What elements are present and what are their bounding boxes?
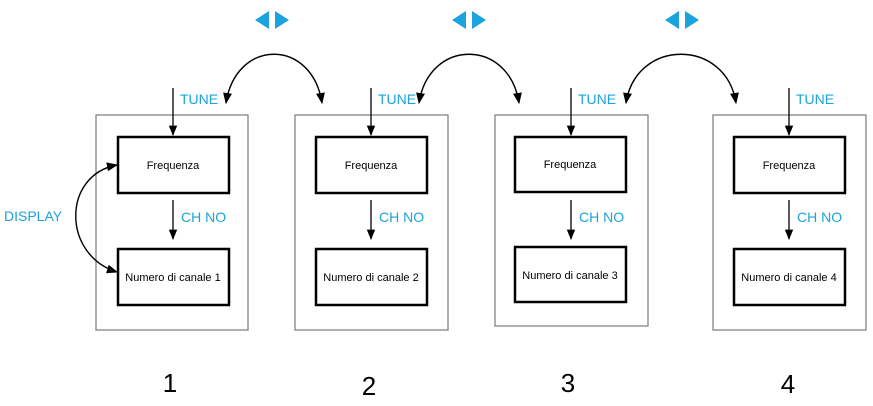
link-arrow-3-4 [623,53,739,105]
frequency-label-2: Frequenza [345,160,398,172]
tune-label-1: TUNE [180,91,218,107]
channel-label-4: Numero di canale 4 [741,272,836,284]
frequency-box-2 [314,135,429,195]
channel-box-2 [314,247,429,307]
frequency-box-3 [513,135,628,194]
channel-label-1: Numero di canale 1 [125,272,220,284]
link-arrow-2-3 [416,53,522,105]
display-curve-arrow [75,162,119,274]
channel-box-1 [116,247,231,307]
step-number-4: 4 [781,369,795,399]
frequency-label-3: Frequenza [544,159,597,171]
step-number-2: 2 [362,371,376,401]
link-arrow-1-2 [223,53,325,105]
chno-label-3: CH NO [579,209,624,225]
channel-box-3 [513,245,628,304]
channel-box-4 [732,247,847,307]
step-number-1: 1 [163,368,177,398]
tune-label-3: TUNE [578,91,616,107]
frequency-label-4: Frequenza [763,160,816,172]
left-right-triangle-icon [665,11,699,29]
chno-label-2: CH NO [379,209,424,225]
step-number-3: 3 [561,368,575,398]
chno-label-4: CH NO [797,209,842,225]
channel-label-3: Numero di canale 3 [522,270,617,282]
tune-label-4: TUNE [796,91,834,107]
chno-label-1: CH NO [181,209,226,225]
left-right-triangle-icon [452,11,486,29]
frequency-box-4 [732,135,847,195]
display-label: DISPLAY [4,208,63,224]
frequency-box-1 [116,135,231,195]
left-right-triangle-icon [255,11,289,29]
channel-label-2: Numero di canale 2 [323,272,418,284]
frequency-label-1: Frequenza [147,160,200,172]
tune-label-2: TUNE [378,91,416,107]
